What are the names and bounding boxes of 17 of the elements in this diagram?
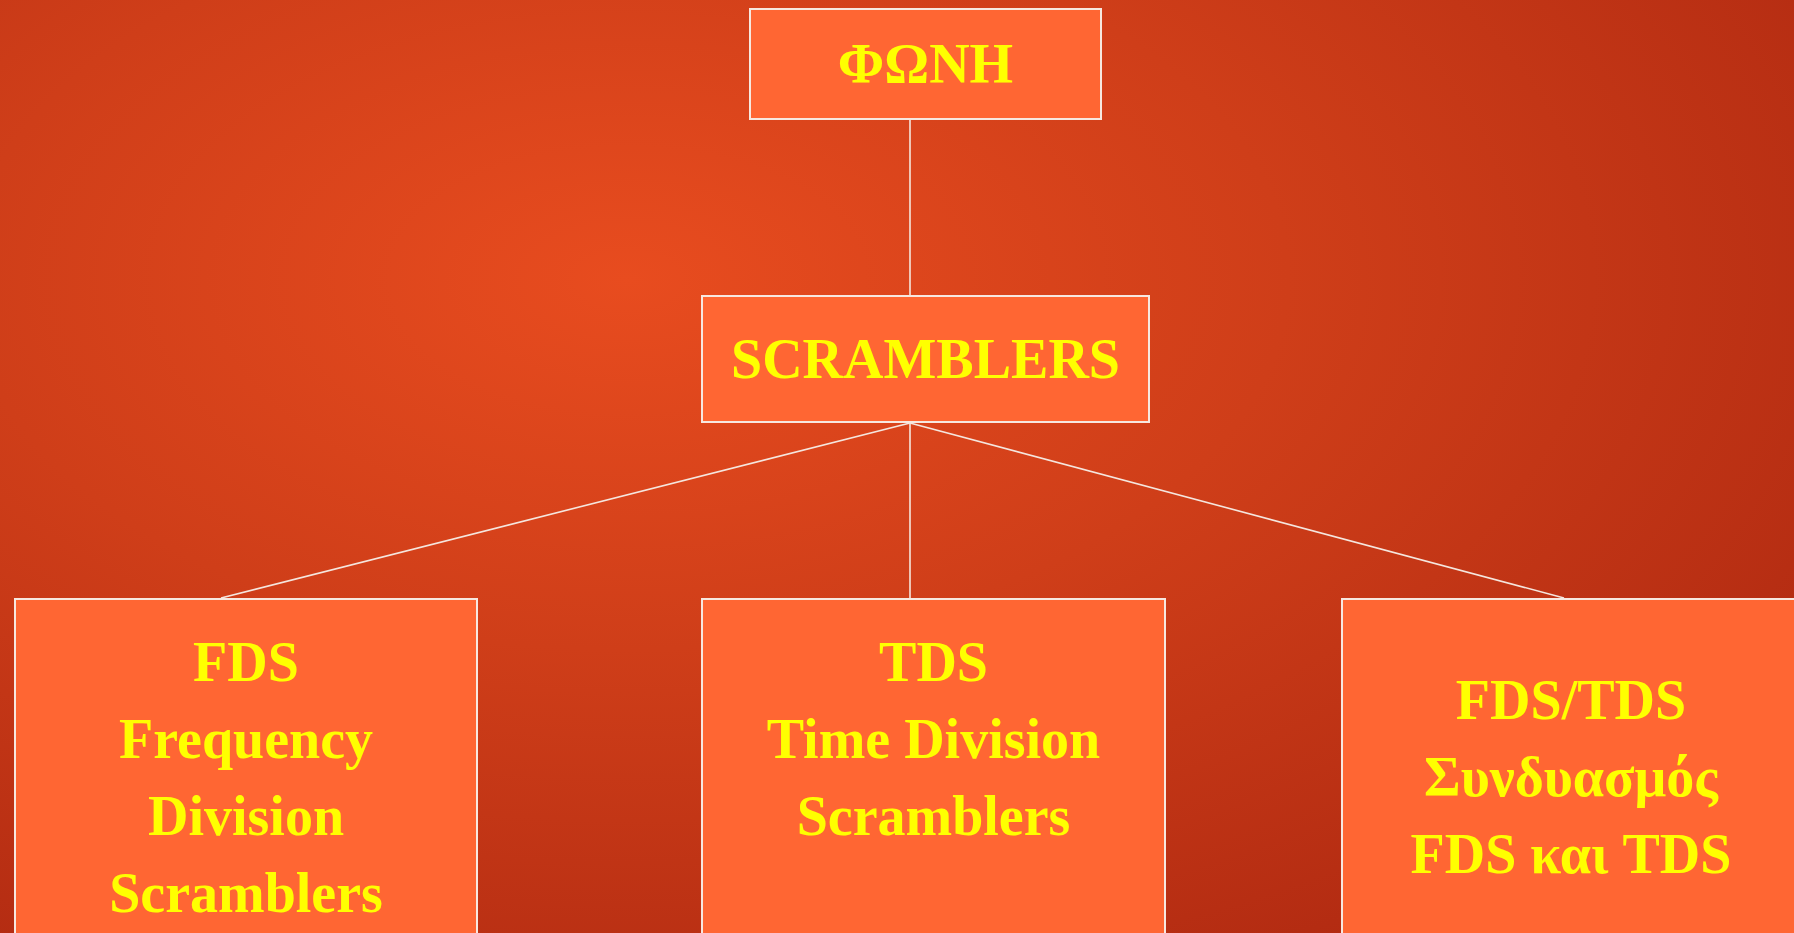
connector-line	[909, 422, 1565, 599]
box-text: Frequency Division Scramblers	[108, 707, 384, 926]
box-heading: SCRAMBLERS	[731, 326, 1120, 392]
box-text: Time Division Scramblers	[765, 707, 1102, 849]
label-box	[14, 598, 478, 933]
label-box	[701, 598, 1166, 933]
box-heading: FDS/TDS	[1455, 668, 1687, 733]
box-heading: FDS	[193, 630, 299, 695]
connector-line	[909, 422, 911, 599]
label-box	[701, 295, 1150, 423]
box-heading: TDS	[879, 630, 988, 695]
label-box	[749, 8, 1102, 120]
label-box	[1341, 598, 1794, 933]
box-text: Συνδυασμός FDS και TDS	[1409, 745, 1733, 887]
connector-line	[909, 119, 911, 296]
box-heading: ΦΩΝΗ	[837, 31, 1014, 97]
connector-line	[220, 422, 911, 599]
